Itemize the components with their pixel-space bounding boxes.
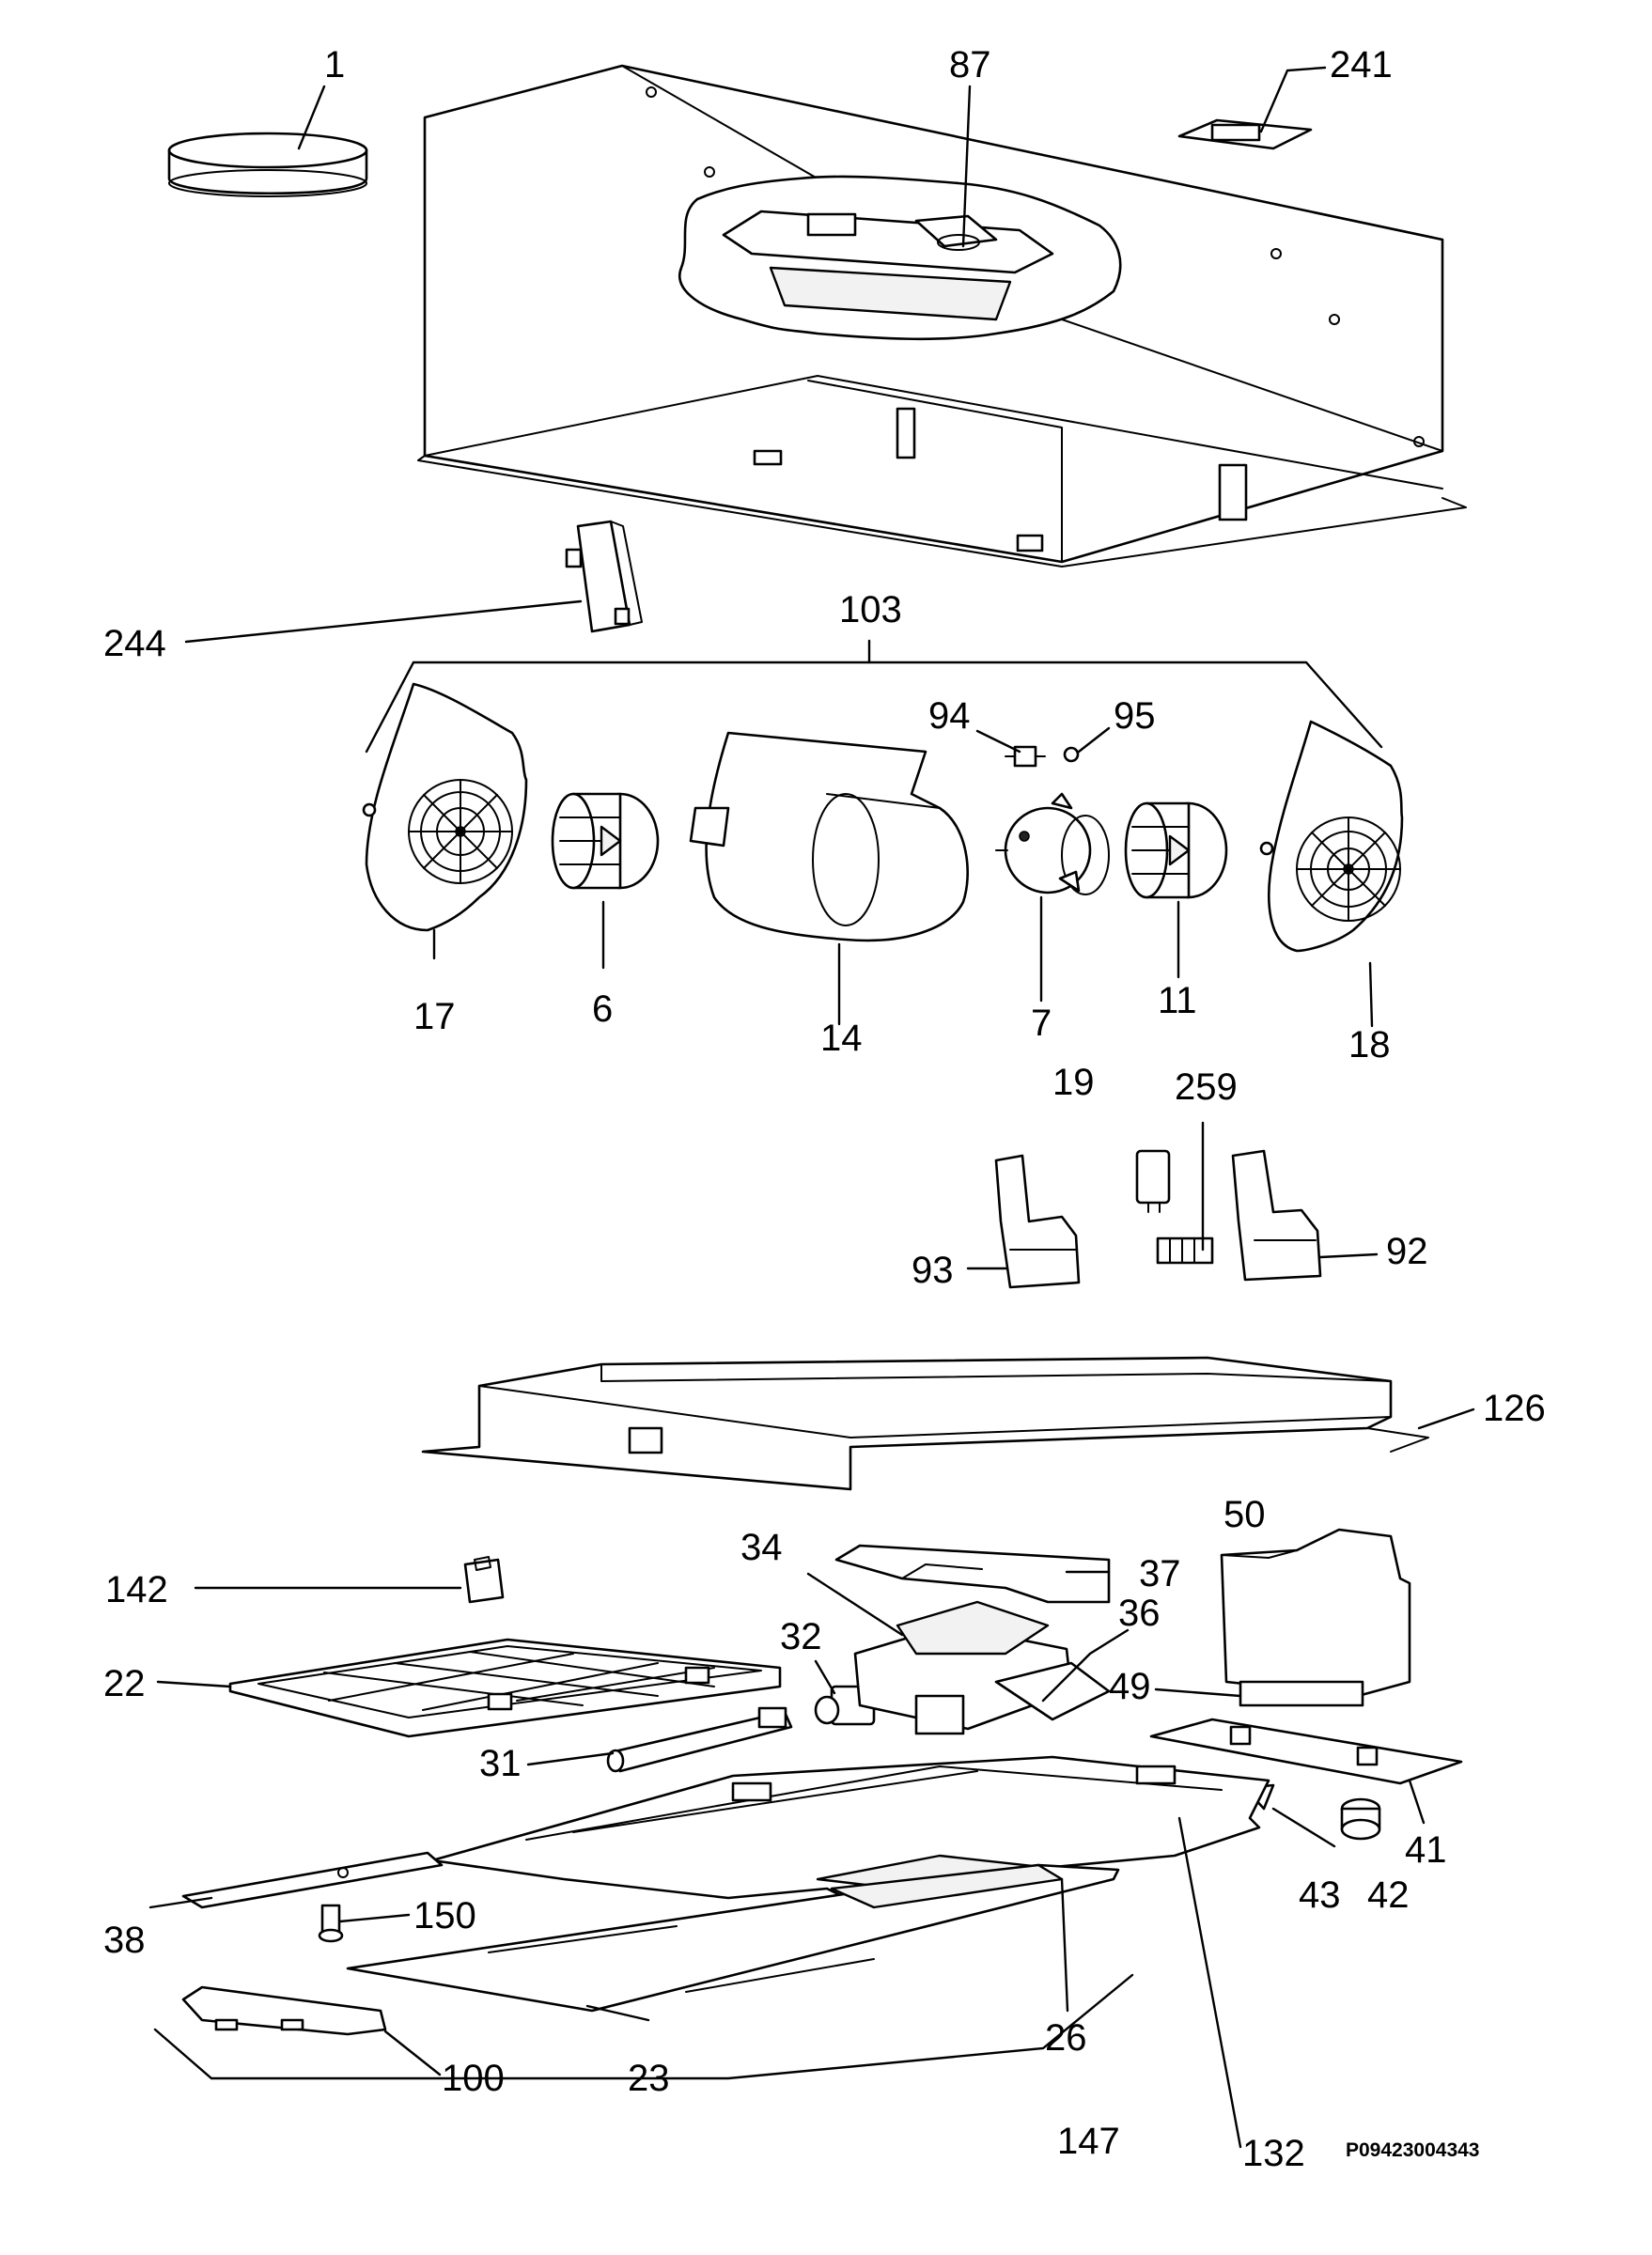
callout-244: 244 bbox=[103, 623, 166, 664]
callout-93: 93 bbox=[912, 1250, 954, 1291]
callout-17: 17 bbox=[413, 996, 456, 1037]
callout-95: 95 bbox=[1114, 695, 1156, 737]
exhaust-collar-ring bbox=[167, 132, 368, 197]
callout-49: 49 bbox=[1109, 1666, 1151, 1707]
callout-147: 147 bbox=[1057, 2121, 1120, 2162]
grease-filter bbox=[228, 1638, 782, 1738]
callout-50: 50 bbox=[1223, 1494, 1266, 1535]
callout-11: 11 bbox=[1158, 980, 1197, 1021]
lower-bracket bbox=[181, 1985, 387, 2036]
leader-lines bbox=[148, 66, 1475, 2149]
callout-94: 94 bbox=[928, 695, 971, 737]
callout-36: 36 bbox=[1118, 1593, 1161, 1634]
callout-37: 37 bbox=[1139, 1553, 1181, 1594]
callout-18: 18 bbox=[1348, 1024, 1391, 1065]
callout-31: 31 bbox=[479, 1743, 522, 1784]
callout-142: 142 bbox=[105, 1569, 168, 1610]
callout-7: 7 bbox=[1031, 1003, 1052, 1044]
left-fan-wheel bbox=[551, 792, 660, 890]
kit-group-bracket bbox=[153, 1973, 1134, 2080]
callout-labels: 1 87 241 244 103 94 95 17 6 14 7 11 18 1… bbox=[103, 44, 1546, 2174]
diagram-reference-code: P09423004343 bbox=[1346, 2139, 1479, 2161]
callout-19: 19 bbox=[1052, 1062, 1095, 1103]
callout-34: 34 bbox=[740, 1527, 783, 1568]
nut-fastener bbox=[1063, 746, 1080, 763]
retaining-pin bbox=[318, 1904, 344, 1943]
bracket-part bbox=[1177, 118, 1313, 150]
callout-26: 26 bbox=[1045, 2017, 1087, 2059]
right-blower-housing bbox=[1259, 720, 1404, 953]
screw-fastener bbox=[1005, 745, 1046, 768]
lower-filter-panel bbox=[346, 1863, 1120, 2013]
callout-6: 6 bbox=[592, 988, 613, 1030]
left-blower-housing bbox=[362, 682, 528, 932]
hood-housing bbox=[417, 64, 1467, 568]
callout-100: 100 bbox=[442, 2058, 505, 2099]
transformer-assembly bbox=[853, 1600, 1111, 1735]
left-switch-bracket bbox=[994, 1154, 1081, 1289]
mounting-frame bbox=[421, 1356, 1429, 1491]
callout-42: 42 bbox=[1367, 1874, 1410, 1916]
right-switch-bracket bbox=[1231, 1149, 1322, 1282]
mounting-plate bbox=[1149, 1718, 1463, 1785]
blower-scroll-housing bbox=[689, 731, 969, 942]
callout-1: 1 bbox=[324, 44, 345, 86]
callout-38: 38 bbox=[103, 1920, 146, 1961]
callout-14: 14 bbox=[820, 1018, 863, 1059]
transformer-cover bbox=[834, 1544, 1111, 1604]
capacitor bbox=[1135, 1149, 1171, 1213]
control-knob bbox=[1340, 1797, 1381, 1841]
bottom-panel bbox=[430, 1755, 1270, 1905]
terminal-connector bbox=[1156, 1236, 1214, 1265]
callout-132: 132 bbox=[1242, 2133, 1305, 2174]
callout-43: 43 bbox=[1299, 1874, 1341, 1916]
callout-259: 259 bbox=[1175, 1066, 1238, 1108]
blower-assembly-bracket bbox=[365, 661, 1383, 754]
callout-126: 126 bbox=[1483, 1388, 1546, 1429]
control-box bbox=[1220, 1528, 1411, 1707]
callout-32: 32 bbox=[780, 1616, 822, 1657]
callout-103: 103 bbox=[839, 589, 902, 630]
callout-41: 41 bbox=[1405, 1829, 1447, 1871]
callout-23: 23 bbox=[628, 2058, 670, 2099]
callout-241: 241 bbox=[1330, 44, 1393, 86]
callout-92: 92 bbox=[1386, 1231, 1428, 1272]
callout-150: 150 bbox=[413, 1895, 476, 1936]
right-fan-wheel bbox=[1124, 801, 1228, 899]
callout-87: 87 bbox=[949, 44, 991, 86]
small-clip bbox=[463, 1556, 505, 1604]
callout-22: 22 bbox=[103, 1663, 146, 1704]
tube-lamp bbox=[606, 1706, 793, 1773]
blower-motor bbox=[995, 792, 1110, 895]
side-trim-rail bbox=[181, 1851, 444, 1909]
mounting-clip bbox=[565, 520, 643, 633]
